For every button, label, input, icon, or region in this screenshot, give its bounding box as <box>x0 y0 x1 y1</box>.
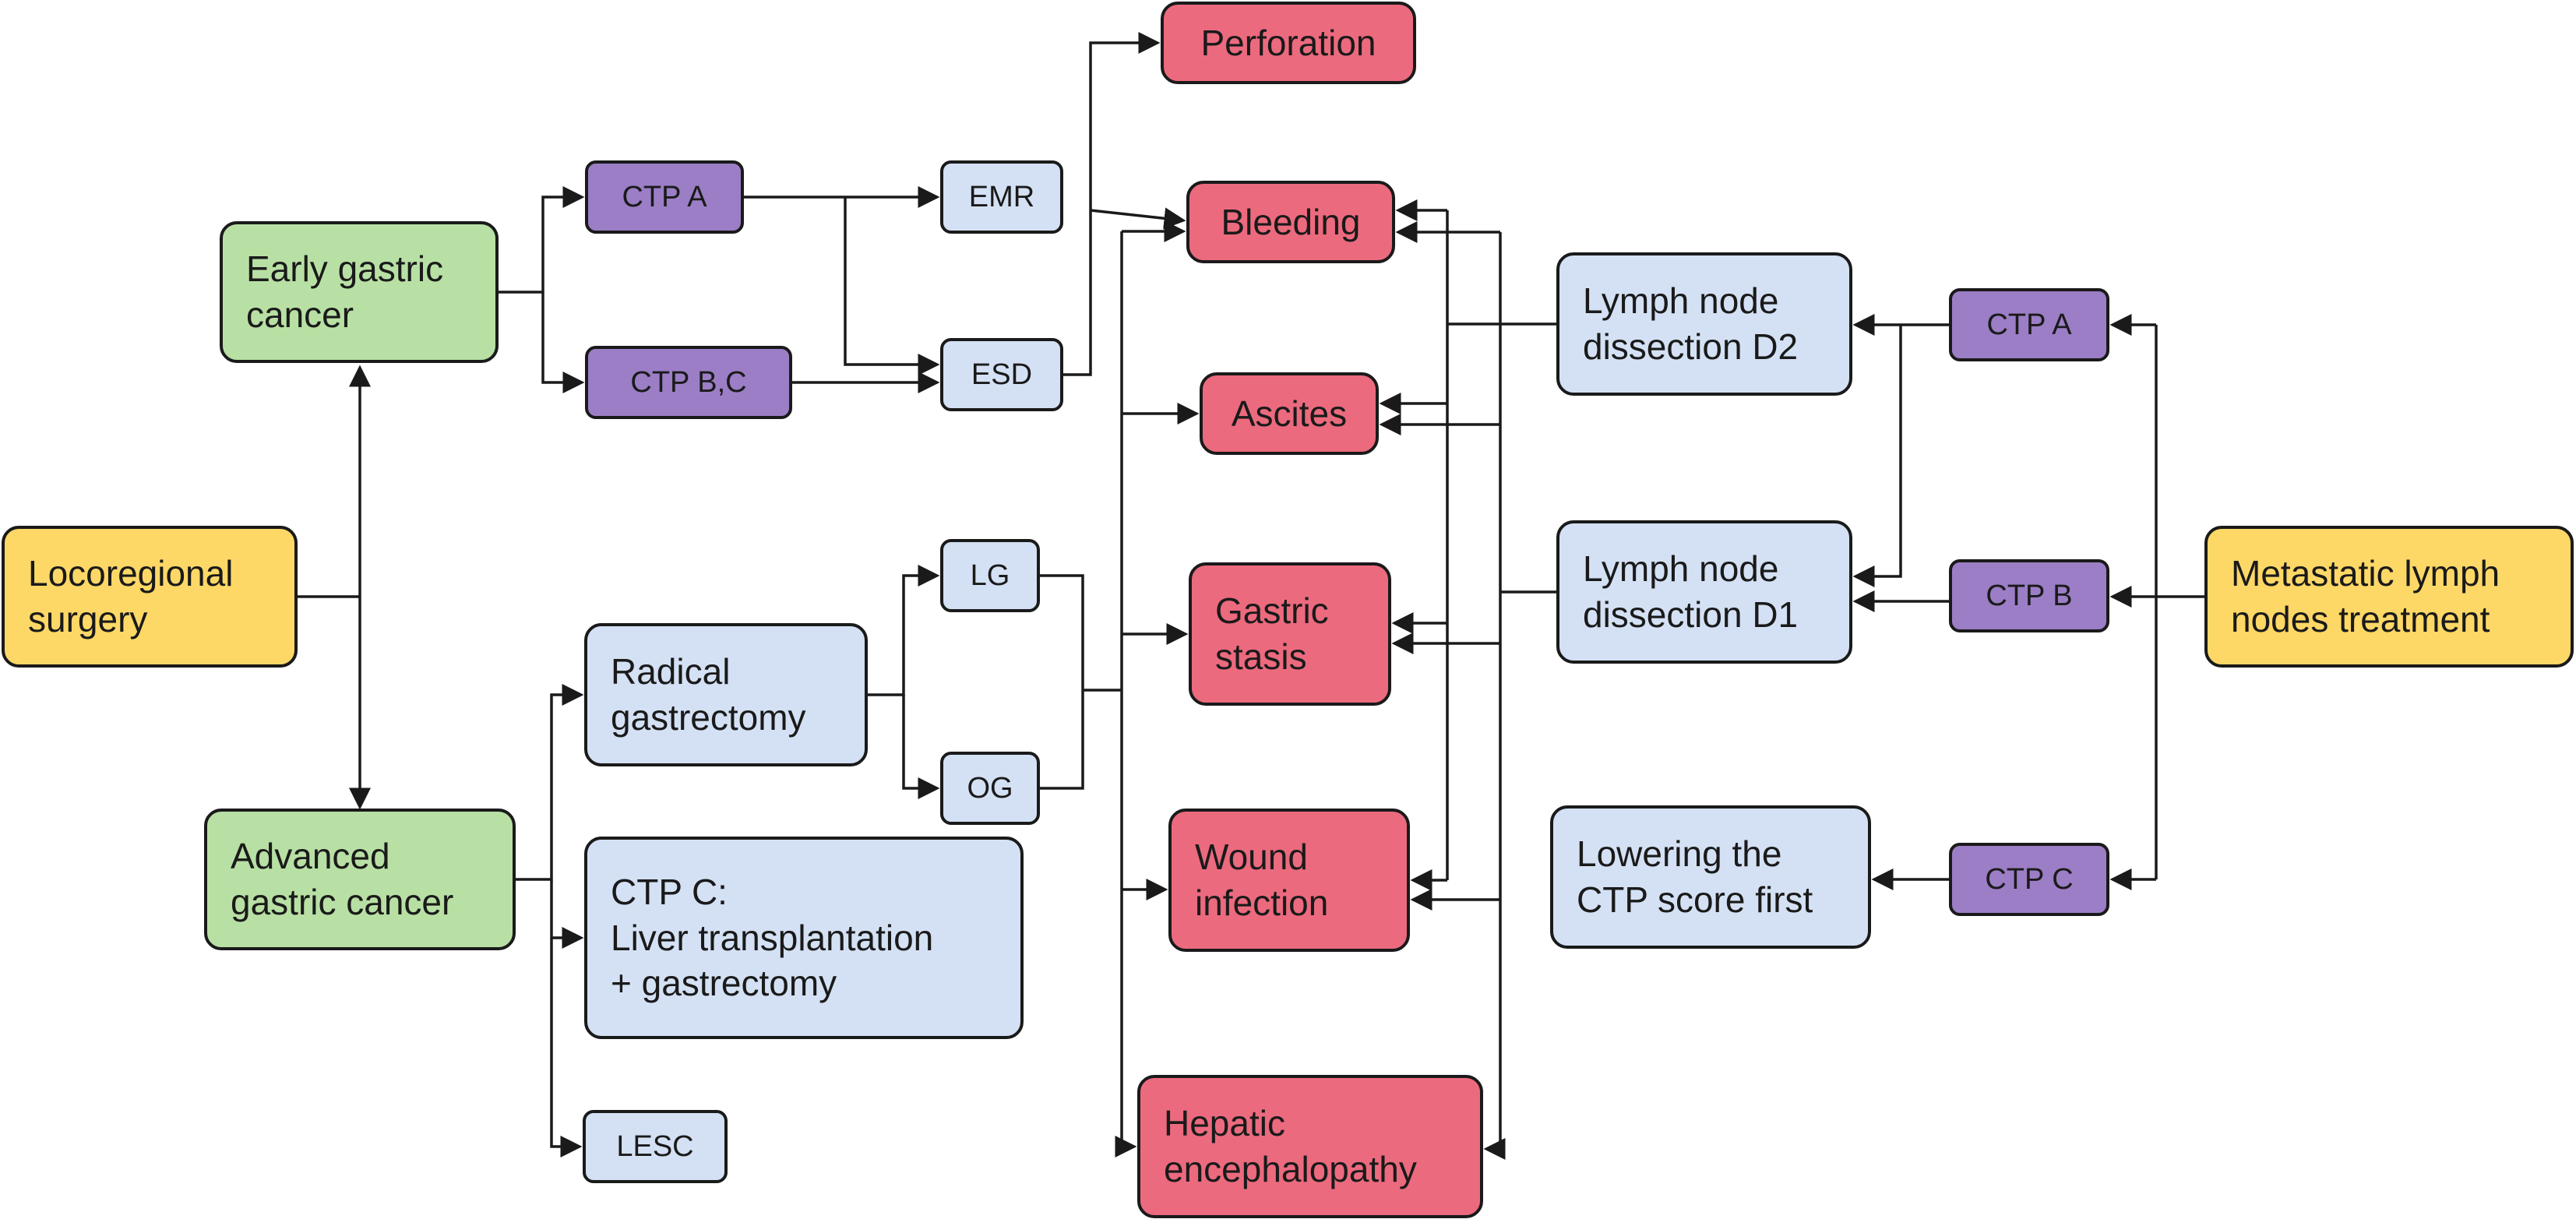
connector-radical-to-og <box>902 695 940 799</box>
ctp-b-right-node: CTP B <box>1949 559 2109 632</box>
connector-early-to-ctp-bc <box>541 292 585 393</box>
connector-ctp-a-to-esd <box>844 197 940 375</box>
ascites-node: Ascites <box>1200 372 1379 455</box>
connector-radical-to-lg <box>868 565 940 696</box>
ctp-c-right-node: CTP C <box>1949 843 2109 916</box>
esd-node: ESD <box>940 338 1063 411</box>
perforation-node: Perforation <box>1161 2 1416 84</box>
og-node: OG <box>940 752 1040 825</box>
emr-node: EMR <box>940 160 1063 234</box>
lesc-node: LESC <box>583 1110 728 1183</box>
ctp-c-liver-transplant-node: CTP C:Liver transplantation+ gastrectomy <box>584 837 1024 1039</box>
ctp-a-left-node: CTP A <box>585 160 744 234</box>
connector-esd-to-perforation <box>1063 32 1161 376</box>
connector-advanced-to-radical <box>516 684 584 881</box>
connector-esd-to-bleeding <box>1090 207 1186 230</box>
connector-lg-out <box>1040 574 1084 790</box>
lg-node: LG <box>940 539 1040 612</box>
connector-early-to-ctp-a <box>499 186 585 294</box>
connector-advanced-to-lesc <box>550 938 583 1157</box>
bleeding-node: Bleeding <box>1186 181 1395 263</box>
ctp-bc-left-node: CTP B,C <box>585 346 792 419</box>
connector-advanced-to-ctpc <box>550 879 584 949</box>
ctp-a-right-node: CTP A <box>1949 288 2109 361</box>
connector-ctp-a-right-to-d1 <box>1852 325 1902 587</box>
